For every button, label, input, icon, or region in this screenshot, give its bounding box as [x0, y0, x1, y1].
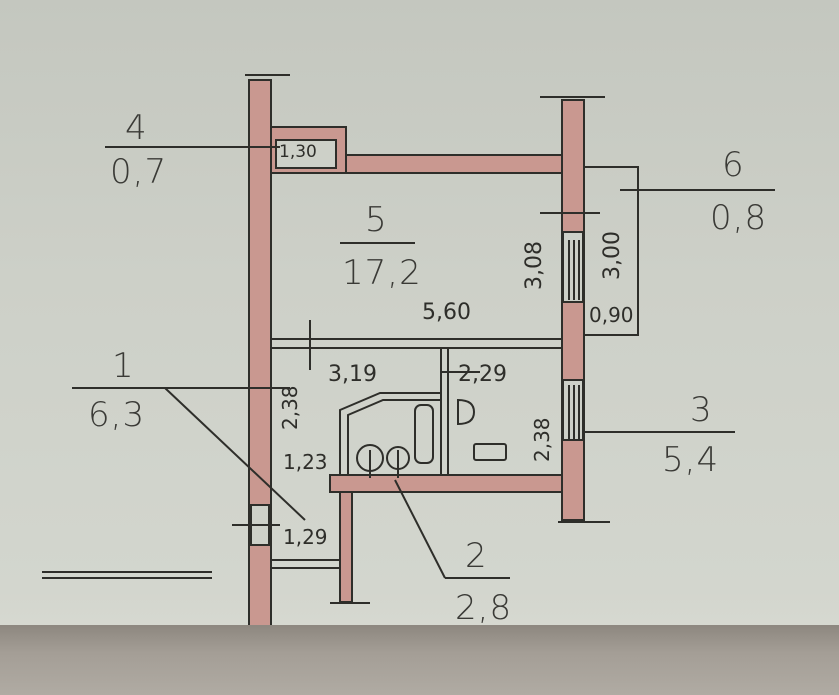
dim-closet-width: 1,30 [279, 142, 317, 162]
right-outer-wall [561, 99, 585, 521]
room-1-area: 6,3 [88, 395, 146, 435]
room-3-number: 3 [690, 390, 713, 430]
room-2-number: 2 [465, 536, 488, 576]
dim-balcony-090: 0,90 [589, 303, 634, 327]
room-2-area: 2,8 [455, 588, 513, 628]
left-outer-wall [248, 79, 272, 631]
room-6-number: 6 [722, 145, 745, 185]
room-5-area: 17,2 [342, 253, 422, 293]
bottom-wall [329, 474, 563, 493]
room-5-number: 5 [365, 200, 388, 240]
dim-hall-319: 3,19 [328, 362, 377, 387]
dim-kitchen-238: 2,38 [530, 417, 554, 462]
room-1-number: 1 [112, 346, 135, 386]
room-3-area: 5,4 [662, 440, 720, 480]
bath-lower-wall [339, 491, 353, 603]
room-6-area: 0,8 [710, 198, 768, 238]
dim-balcony-300: 3,00 [600, 231, 625, 280]
room-4-area: 0,7 [110, 152, 168, 192]
top-wall [337, 154, 563, 174]
fold-shadow [0, 625, 839, 695]
dim-hall-238: 2,38 [278, 385, 302, 430]
dim-129: 1,29 [283, 525, 328, 549]
dim-room5-width: 5,60 [422, 300, 471, 325]
dim-window-308: 3,08 [522, 241, 547, 290]
dim-123: 1,23 [283, 450, 328, 474]
dim-kitchen-229: 2,29 [458, 362, 507, 387]
room-4-number: 4 [125, 108, 148, 148]
closet-opening [275, 139, 337, 169]
